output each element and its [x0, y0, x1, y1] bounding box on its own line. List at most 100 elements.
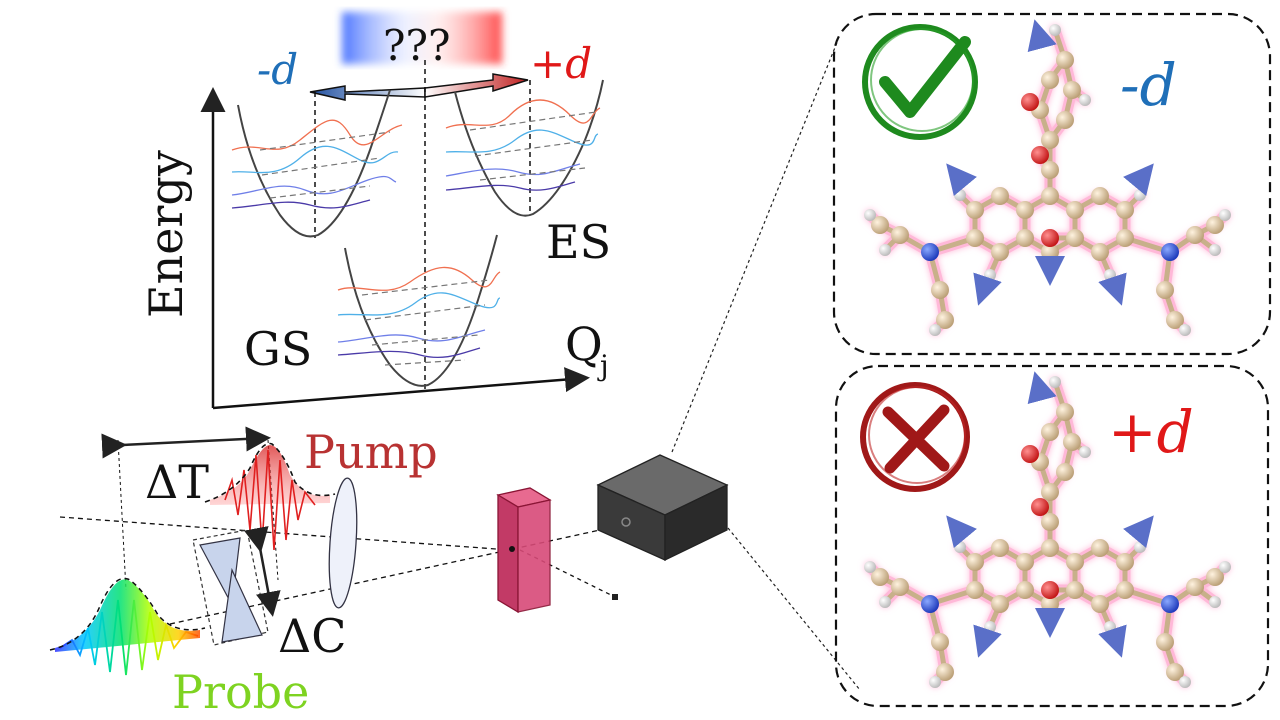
es-label: ES: [546, 215, 611, 269]
atom-h: [1219, 209, 1231, 221]
atom-n: [921, 595, 939, 613]
atom-c: [1116, 229, 1134, 247]
atom-o: [1031, 146, 1049, 164]
atom-c: [1056, 111, 1074, 129]
energy-axis-label: Energy: [139, 150, 193, 318]
molecule-structure: [864, 371, 1231, 688]
displacement-arrow: [946, 515, 977, 549]
atom-c: [936, 311, 954, 329]
atom-c: [871, 568, 889, 586]
atom-o: [1041, 581, 1059, 599]
molecule-structure: [864, 19, 1231, 336]
displacement-question-glow: [342, 12, 502, 64]
atom-c: [1016, 229, 1034, 247]
atom-c: [966, 581, 984, 599]
molecule-panel-minus: -d: [832, 12, 1272, 356]
displacement-arrow: [1027, 19, 1057, 53]
panel-minus-label: -d: [1120, 51, 1177, 119]
probe-label: Probe: [172, 665, 309, 719]
atom-c: [1041, 71, 1059, 89]
atom-c: [936, 663, 954, 681]
atom-c: [1156, 281, 1174, 299]
atom-h: [1179, 676, 1191, 688]
displacement-arrow: [1098, 624, 1127, 658]
atom-h: [929, 324, 941, 336]
atom-c: [1041, 483, 1059, 501]
pump-label: Pump: [304, 425, 438, 479]
detector-box: [596, 454, 729, 562]
atom-c: [1041, 187, 1059, 205]
atom-c: [931, 281, 949, 299]
atom-h: [1104, 269, 1116, 281]
atom-c: [1063, 81, 1081, 99]
atom-h: [1079, 94, 1091, 106]
atom-h: [1219, 561, 1231, 573]
displacement-arrow: [946, 163, 977, 197]
atom-h: [1079, 446, 1091, 458]
right-excited-well: [445, 79, 604, 217]
pump-pulse: [204, 442, 336, 551]
atom-o: [1021, 445, 1039, 463]
q-subscript: j: [597, 349, 609, 382]
check-icon: [862, 24, 978, 140]
atom-h: [984, 621, 996, 633]
atom-c: [891, 226, 909, 244]
atom-c: [1066, 581, 1084, 599]
atom-h: [1104, 621, 1116, 633]
atom-c: [1066, 229, 1084, 247]
wedge-pair: [192, 529, 269, 646]
atom-c: [1063, 433, 1081, 451]
minus-d-label: -d: [257, 45, 298, 94]
atom-h: [954, 189, 966, 201]
panel-plus-label: +d: [1108, 398, 1194, 466]
atom-h: [954, 541, 966, 553]
atom-c: [1016, 201, 1034, 219]
probe-pulse: [49, 577, 206, 676]
atom-h: [1049, 24, 1061, 36]
atom-h: [1209, 596, 1221, 608]
atom-h: [929, 676, 941, 688]
atom-c: [1116, 553, 1134, 571]
atom-c: [1166, 663, 1184, 681]
cross-icon: [860, 382, 970, 492]
atom-c: [871, 216, 889, 234]
pump-delay-guide: [117, 439, 127, 591]
atom-c: [1016, 553, 1034, 571]
atom-c: [966, 201, 984, 219]
atom-c: [1041, 539, 1059, 557]
coordinate-axis-label: Q j: [565, 317, 609, 382]
displacement-arrow: [973, 624, 1002, 658]
atom-c: [1206, 216, 1224, 234]
atom-c: [1056, 51, 1074, 69]
atom-c: [1056, 463, 1074, 481]
plus-d-label: +d: [530, 39, 592, 88]
atom-n: [921, 243, 939, 261]
atom-h: [984, 269, 996, 281]
atom-h: [879, 244, 891, 256]
gs-label: GS: [244, 322, 312, 376]
atom-c: [966, 229, 984, 247]
displacement-arrow: [1027, 371, 1057, 405]
atom-c: [1041, 131, 1059, 149]
atom-c: [891, 578, 909, 596]
atom-c: [1066, 201, 1084, 219]
atom-c: [1091, 539, 1109, 557]
delta-t-label: ΔT: [145, 455, 209, 509]
displacement-arrow: [973, 272, 1002, 306]
atom-c: [1116, 581, 1134, 599]
displacement-arrow: [1098, 272, 1127, 306]
atom-h: [864, 209, 876, 221]
atom-h: [1049, 376, 1061, 388]
displacement-arrow: [1123, 515, 1154, 549]
atom-n: [1161, 595, 1179, 613]
atom-c: [1041, 423, 1059, 441]
molecule-panel-plus: +d: [834, 364, 1270, 708]
atom-c: [991, 243, 1009, 261]
atom-c: [931, 633, 949, 651]
atom-c: [1056, 403, 1074, 421]
displacement-double-arrow: [309, 73, 529, 101]
atom-c: [991, 539, 1009, 557]
atom-c: [1091, 595, 1109, 613]
displacement-arrow: [1123, 163, 1154, 197]
